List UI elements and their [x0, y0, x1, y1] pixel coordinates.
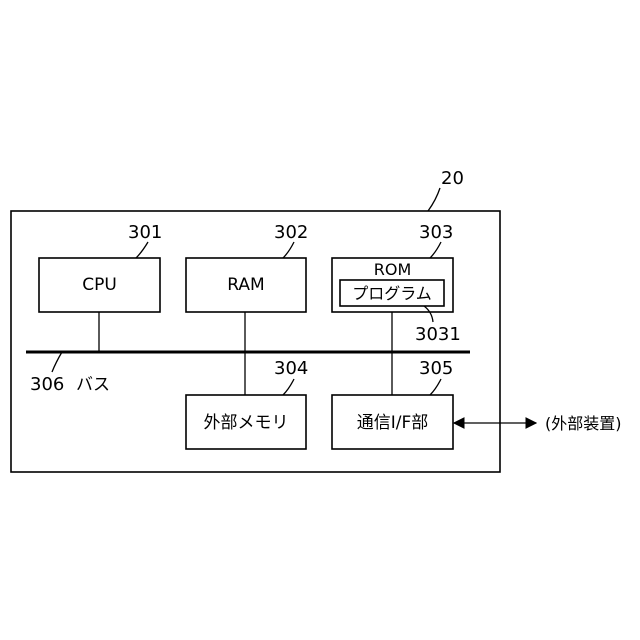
program-label: プログラム: [352, 284, 432, 303]
rom-ref-number: 303: [419, 222, 453, 243]
program-ref-number: 3031: [415, 324, 461, 345]
ram-ref-leader: [283, 242, 294, 258]
external-memory-ref-leader: [283, 379, 294, 395]
device-ref-number: 20: [441, 168, 464, 189]
comm-if-ref-number: 305: [419, 358, 453, 379]
device-ref-leader: [428, 188, 440, 211]
cpu-label: CPU: [82, 275, 117, 295]
rom-ref-leader: [430, 242, 441, 258]
external-memory-label: 外部メモリ: [204, 413, 289, 433]
cpu-ref-number: 301: [128, 222, 162, 243]
comm-if-label: 通信I/F部: [357, 413, 429, 433]
program-ref-leader: [424, 306, 433, 322]
bus-ref-leader: [52, 352, 62, 372]
comm-if-ref-leader: [430, 379, 441, 395]
ram-ref-number: 302: [274, 222, 308, 243]
ram-label: RAM: [227, 275, 264, 295]
external-device-label: (外部装置): [545, 414, 622, 433]
cpu-ref-leader: [136, 242, 148, 258]
bus-ref-number: 306: [30, 374, 64, 395]
bus-label: バス: [76, 375, 110, 395]
rom-label: ROM: [374, 260, 412, 279]
external-memory-ref-number: 304: [274, 358, 308, 379]
